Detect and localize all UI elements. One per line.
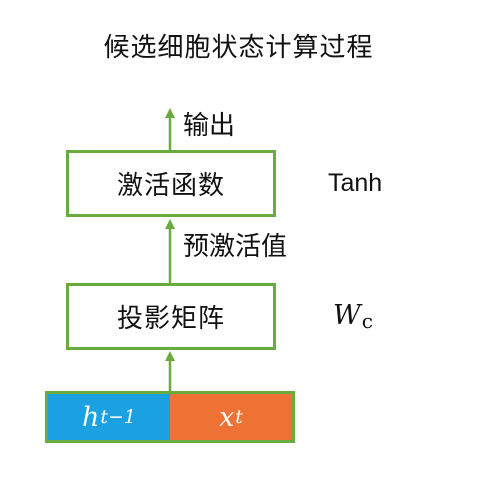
projection-matrix-label: 投影矩阵 (116, 304, 225, 334)
hidden-state-symbol: h (81, 401, 100, 433)
activation-function-box: 激活函数 (66, 150, 276, 217)
input-subscript: t (235, 406, 243, 428)
diagram-title: 候选细胞状态计算过程 (103, 33, 374, 63)
hidden-state-subscript: t−1 (100, 406, 137, 428)
output-label: 输出 (183, 111, 236, 141)
weight-symbol: W (333, 300, 361, 331)
preactivation-label: 预激活值 (183, 232, 288, 262)
tanh-label: Tanh (328, 169, 383, 197)
weight-label: Wc (333, 299, 373, 338)
weight-subscript: c (361, 309, 373, 333)
projection-matrix-box: 投影矩阵 (66, 283, 276, 350)
input-symbol: x (219, 401, 235, 433)
activation-function-label: 激活函数 (116, 171, 225, 201)
